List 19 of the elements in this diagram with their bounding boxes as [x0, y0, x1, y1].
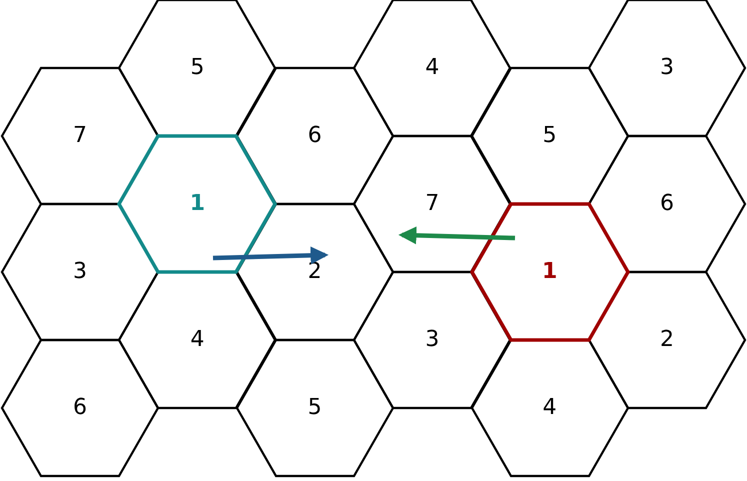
cell-number: 4: [425, 57, 440, 79]
cell-number: 4: [190, 329, 204, 351]
cell-number: 6: [308, 125, 322, 147]
cell-number: 6: [660, 193, 674, 215]
cell-number: 3: [73, 261, 87, 283]
cell-number: 3: [660, 57, 674, 79]
cell-number: 5: [542, 125, 557, 147]
cell-number: 7: [73, 125, 87, 147]
cell-number: 2: [660, 329, 674, 351]
cell-number: 1: [190, 193, 206, 215]
cell-number: 6: [73, 397, 87, 419]
cell-number: 5: [190, 57, 204, 79]
cell-number: 1: [542, 261, 558, 283]
cell-number: 7: [425, 193, 440, 215]
cell-number: 5: [308, 397, 322, 419]
cell-number: 3: [425, 329, 440, 351]
arrow: [398, 226, 516, 244]
arrow: [212, 246, 329, 264]
cell-number: 4: [542, 397, 557, 419]
